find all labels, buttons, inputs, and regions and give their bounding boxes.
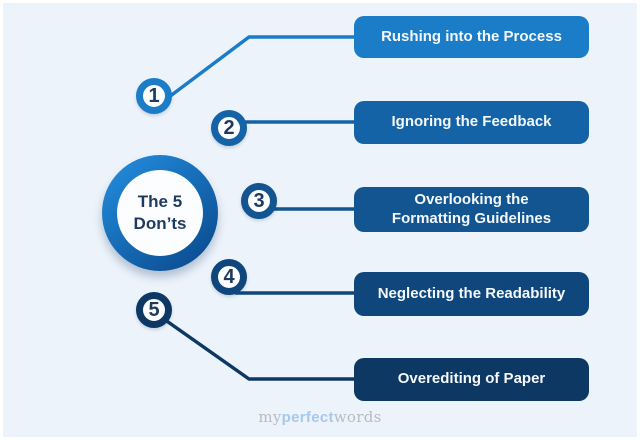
brand-logo-words: words	[333, 408, 382, 426]
step-circle-5: 5	[136, 292, 172, 328]
brand-logo: myperfectwords	[3, 408, 637, 426]
step-circle-1: 1	[136, 78, 172, 114]
step-number-5: 5	[148, 299, 160, 321]
brand-logo-my: my	[258, 408, 282, 426]
step-label-box-3: Overlooking the Formatting Guidelines	[354, 187, 589, 232]
step-label-box-2: Ignoring the Feedback	[354, 101, 589, 144]
connector-line-5	[159, 315, 358, 381]
center-ring-inner: The 5 Don’ts	[117, 170, 203, 256]
step-label-box-4: Neglecting the Readability	[354, 272, 589, 316]
center-ring: The 5 Don’ts	[102, 155, 218, 271]
brand-logo-perfect: perfect	[281, 409, 334, 426]
step-label-box-1: Rushing into the Process	[354, 16, 589, 58]
step-number-3: 3	[253, 190, 265, 212]
step-label-box-5: Overediting of Paper	[354, 358, 589, 401]
step-number-2: 2	[223, 117, 235, 139]
step-number-4: 4	[223, 266, 235, 288]
step-circle-4: 4	[211, 259, 247, 295]
connector-lines	[159, 35, 358, 381]
step-circle-3: 3	[241, 183, 277, 219]
connector-line-1	[159, 35, 358, 105]
center-title: The 5 Don’ts	[133, 191, 187, 233]
step-number-1: 1	[148, 85, 160, 107]
step-circle-2: 2	[211, 110, 247, 146]
